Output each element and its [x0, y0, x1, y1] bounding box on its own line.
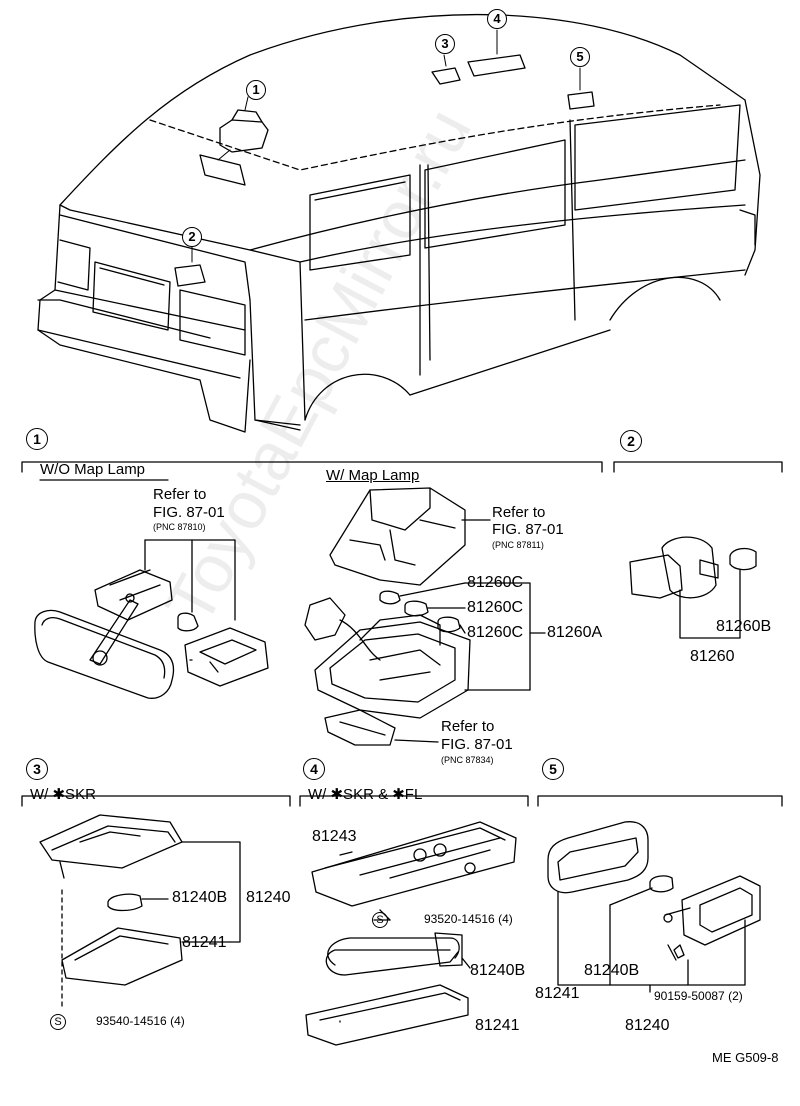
ref1-fig: FIG. 87-01 — [153, 504, 225, 521]
ref2-text: Refer to — [492, 504, 546, 521]
ref1-pnc: (PNC 87810) — [153, 522, 206, 532]
section-3-number: 3 — [26, 758, 48, 780]
leader-lines — [189, 659, 391, 1023]
section-2-frame — [613, 461, 783, 473]
section-4-label: W/ ✱SKR & ✱FL — [308, 786, 423, 803]
ref2-fig: FIG. 87-01 — [492, 521, 564, 538]
callout-5: 5 — [570, 47, 590, 67]
part-81260a: 81260A — [547, 624, 603, 641]
part-81260c-2: 81260C — [467, 599, 524, 616]
section-5-frame — [537, 795, 783, 807]
section-5-number: 5 — [542, 758, 564, 780]
dome-lamp-4-drawing — [305, 821, 517, 1046]
callout-1: 1 — [246, 80, 266, 100]
section-2-number: 2 — [620, 430, 642, 452]
dome-lamp-3-drawing — [39, 814, 241, 1011]
callout-4: 4 — [487, 9, 507, 29]
screw-part-3: 93540-14516 (4) — [96, 1014, 185, 1028]
screw-s-mark-3: S — [50, 1014, 66, 1030]
van-illustration — [37, 13, 761, 433]
ref3-fig: FIG. 87-01 — [441, 736, 513, 753]
part-81260c-3: 81260C — [467, 624, 524, 641]
socket-drawing — [629, 536, 757, 639]
section-1-number: 1 — [26, 428, 48, 450]
section-1-frame — [21, 461, 603, 481]
figure-code: ME G509-8 — [712, 1050, 779, 1065]
part-81240b-s5: 81240B — [584, 962, 640, 979]
part-81260b: 81260B — [716, 618, 772, 635]
callout-3: 3 — [435, 34, 455, 54]
part-81240b-s4: 81240B — [470, 962, 526, 979]
ref3-pnc: (PNC 87834) — [441, 755, 494, 765]
section-3-label: W/ ✱SKR — [30, 786, 96, 803]
ref2-pnc: (PNC 87811) — [492, 540, 544, 550]
part-81241-s4: 81241 — [475, 1017, 520, 1034]
section-3-frame — [21, 795, 291, 807]
part-81241-s5: 81241 — [535, 985, 580, 1002]
ref1-text: Refer to — [153, 486, 207, 503]
part-81243: 81243 — [312, 828, 357, 845]
part-81240-s5: 81240 — [625, 1017, 670, 1034]
callout-2: 2 — [182, 227, 202, 247]
part-81240b-s3: 81240B — [172, 889, 228, 906]
wo-map-lamp-label: W/O Map Lamp — [40, 461, 146, 478]
screw-part-5: 90159-50087 (2) — [654, 989, 743, 1003]
part-81240-s3: 81240 — [246, 889, 291, 906]
ref3-text: Refer to — [441, 718, 495, 735]
part-81260: 81260 — [690, 648, 735, 665]
w-map-lamp-label: W/ Map Lamp — [326, 467, 420, 484]
section-4-frame — [299, 795, 529, 807]
mirror-assembly-drawing — [34, 539, 269, 699]
cargo-lamp-drawing — [547, 821, 761, 993]
part-81260c-1: 81260C — [467, 574, 524, 591]
section-4-number: 4 — [303, 758, 325, 780]
part-81241-s3: 81241 — [182, 934, 227, 951]
screw-part-4: 93520-14516 (4) — [424, 912, 513, 926]
map-lamp-drawing — [304, 487, 546, 746]
screw-s-mark-4: S — [372, 912, 388, 928]
